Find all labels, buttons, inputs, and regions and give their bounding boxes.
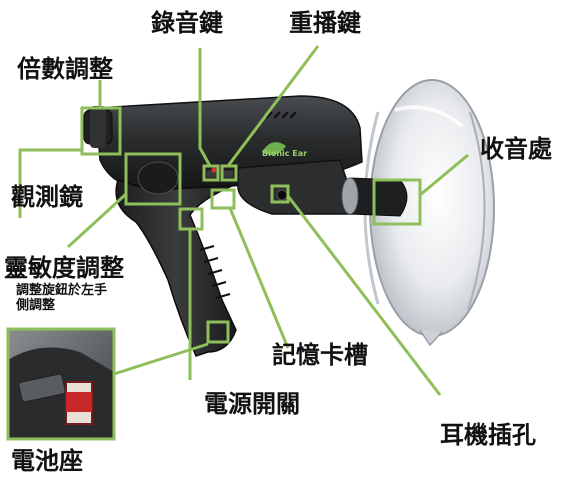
parabolic-dish [363,79,495,347]
label-battery-holder: 電池座 [11,447,83,475]
label-receiver: 收音處 [480,135,552,163]
label-replay-key: 重播鍵 [289,9,361,37]
battery-inset [6,327,116,441]
label-record-key: 錄音鍵 [151,9,223,37]
label-scope: 觀測鏡 [11,183,83,211]
leader-lines [18,45,469,396]
device-logo-text: Bionic Ear [262,149,308,158]
sensitivity-note-line2: 側調整 [16,298,56,313]
sensitivity-note-line1: 調整旋鈕於左手 [16,283,108,298]
label-sensitivity: 靈敏度調整 [4,254,124,282]
label-power-switch: 電源開關 [204,390,300,418]
device-handle [115,161,237,357]
label-earphone-jack: 耳機插孔 [440,421,536,449]
label-zoom-adjust: 倍數調整 [17,55,113,83]
label-memory-slot: 記憶卡槽 [272,341,368,369]
